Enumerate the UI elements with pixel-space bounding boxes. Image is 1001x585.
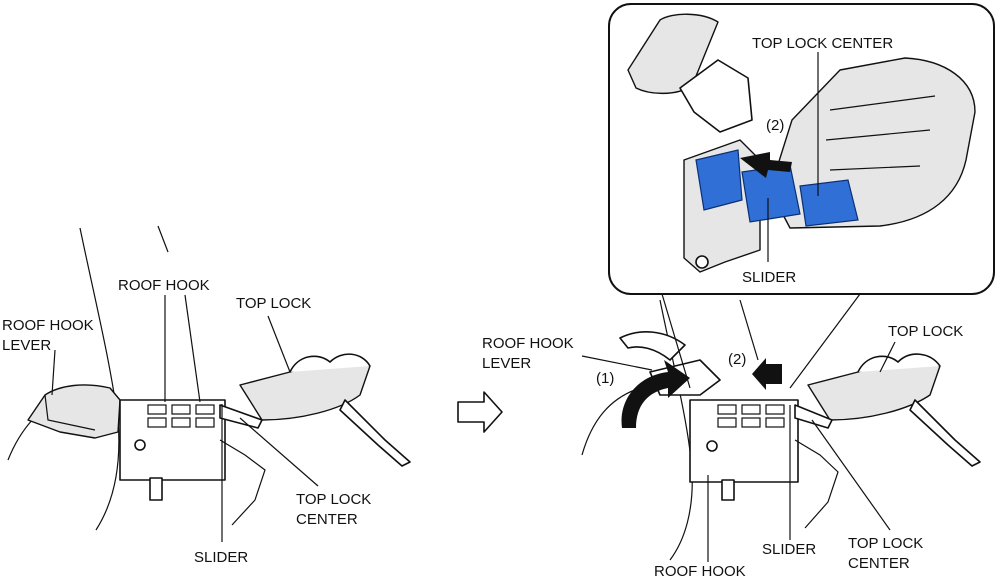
label-top-lock-center: TOP LOCK bbox=[296, 491, 371, 508]
label-roof-hook-lever: ROOF HOOK bbox=[2, 317, 94, 334]
roof-hook-slots bbox=[717, 404, 785, 428]
label-slider: SLIDER bbox=[762, 541, 816, 558]
push-arrow-icon bbox=[752, 358, 782, 390]
top-lock-center bbox=[219, 404, 263, 429]
bolt-icon bbox=[134, 439, 146, 451]
bracket-outline bbox=[794, 439, 839, 529]
label-top-lock: TOP LOCK bbox=[236, 295, 311, 312]
top-lock-center bbox=[794, 404, 833, 429]
label-top-lock-center-2: CENTER bbox=[296, 511, 358, 528]
top-lock-arm bbox=[909, 399, 981, 467]
hinge-bracket bbox=[679, 59, 753, 133]
label-roof-hook-lever-2: LEVER bbox=[482, 355, 531, 372]
top-lock-top bbox=[289, 353, 371, 373]
bolt-icon bbox=[695, 255, 709, 269]
label-slider: SLIDER bbox=[742, 269, 796, 286]
right-view: ROOF HOOK LEVER (1) (2) TOP LOCK ROOF HO… bbox=[482, 299, 981, 580]
leader-line bbox=[184, 294, 201, 403]
roof-hook-stud bbox=[149, 477, 163, 501]
leader-line bbox=[51, 349, 56, 396]
roof-hook-lever bbox=[27, 384, 121, 439]
roof-hook-slots bbox=[147, 404, 215, 428]
push-arrow-icon bbox=[740, 152, 792, 178]
callout-pointer bbox=[789, 293, 861, 389]
rotate-arrow-icon bbox=[621, 360, 690, 428]
label-top-lock-center-2: CENTER bbox=[848, 555, 910, 572]
roof-hook-stud bbox=[721, 479, 735, 501]
body-curve bbox=[79, 227, 120, 531]
callout-pointer bbox=[661, 293, 691, 389]
label-top-lock: TOP LOCK bbox=[888, 323, 963, 340]
left-view: ROOF HOOK LEVER ROOF HOOK TOP LOCK TOP L… bbox=[2, 225, 411, 566]
label-step-1: (1) bbox=[596, 370, 614, 387]
leader-line bbox=[879, 341, 896, 373]
slider-blue-part bbox=[741, 164, 801, 223]
cover-flap bbox=[627, 13, 719, 95]
label-roof-hook: ROOF HOOK bbox=[654, 563, 746, 580]
bracket-outline bbox=[219, 439, 266, 526]
body-curve bbox=[157, 225, 169, 253]
body-curve bbox=[581, 387, 641, 456]
leader-line bbox=[581, 355, 653, 371]
detail-inset: TOP LOCK CENTER (2) SLIDER bbox=[608, 3, 995, 389]
next-step-arrow-icon bbox=[457, 391, 503, 433]
label-step-2: (2) bbox=[766, 117, 784, 134]
roof-hook-lever-open bbox=[619, 331, 686, 361]
roof-hook-lever-edge bbox=[44, 394, 96, 431]
bolt-icon bbox=[706, 440, 718, 452]
top-lock-center bbox=[799, 179, 859, 227]
housing-ribs bbox=[825, 95, 936, 171]
label-roof-hook-lever-2: LEVER bbox=[2, 337, 51, 354]
label-top-lock-center: TOP LOCK CENTER bbox=[752, 35, 893, 52]
leader-line bbox=[267, 315, 291, 373]
leader-line bbox=[239, 417, 319, 487]
label-roof-hook-lever: ROOF HOOK bbox=[482, 335, 574, 352]
body-curve bbox=[739, 299, 759, 361]
label-top-lock-center: TOP LOCK bbox=[848, 535, 923, 552]
label-roof-hook: ROOF HOOK bbox=[118, 277, 210, 294]
label-slider: SLIDER bbox=[194, 549, 248, 566]
top-lock-top bbox=[857, 353, 941, 373]
roof-hook-body bbox=[689, 399, 799, 483]
label-step-2: (2) bbox=[728, 351, 746, 368]
leader-line bbox=[811, 419, 891, 531]
top-lock-arm bbox=[339, 399, 411, 467]
slider bbox=[695, 149, 743, 211]
